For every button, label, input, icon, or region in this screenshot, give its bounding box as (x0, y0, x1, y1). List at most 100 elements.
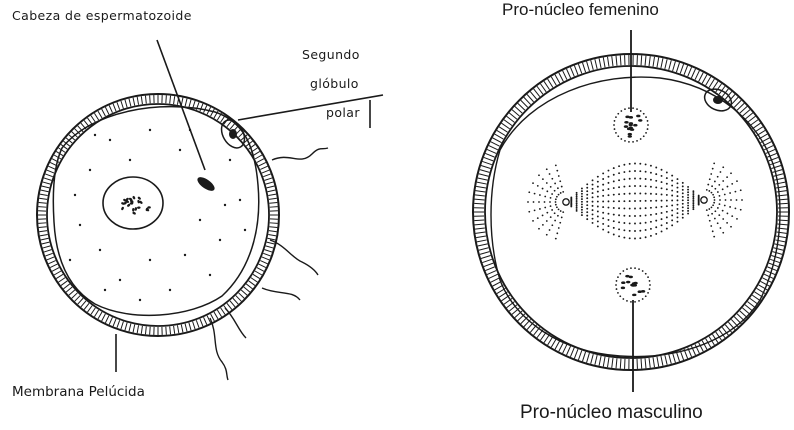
pronucleus-dot (632, 141, 634, 143)
spindle-dot (692, 199, 694, 201)
zona-hatch-stroke (269, 231, 277, 232)
zona-hatch-stroke (257, 159, 264, 163)
spindle-dot (629, 237, 631, 239)
zona-hatch-stroke (262, 257, 269, 260)
spindle-dot (692, 205, 694, 207)
spindle-dot (592, 218, 594, 220)
zona-hatch-stroke (776, 186, 786, 188)
aster-dot (534, 193, 536, 195)
zona-hatch-stroke (745, 113, 753, 119)
zona-hatch-stroke (657, 357, 659, 367)
zona-hatch-stroke (230, 301, 235, 307)
zona-hatch-stroke (653, 57, 654, 67)
granule (69, 259, 71, 261)
aster-dot (556, 206, 558, 208)
zona-hatch-stroke (480, 252, 490, 255)
zona-hatch-stroke (56, 274, 63, 278)
zona-hatch-stroke (117, 102, 120, 110)
pronucleus-dot (638, 300, 640, 302)
pronucleus-dot (613, 124, 615, 126)
aster-dot (542, 224, 544, 226)
sperm-tail-3 (262, 288, 300, 300)
spindle-dot (581, 190, 583, 192)
aster-dot (554, 212, 556, 214)
granule (104, 289, 106, 291)
aster-dot (555, 201, 557, 203)
spindle-dot (677, 195, 679, 197)
polar-body-right-inner (713, 96, 723, 104)
aster-dot (735, 207, 737, 209)
aster-dot (706, 189, 708, 191)
spindle-dot (682, 206, 684, 208)
zona-hatch-stroke (125, 323, 127, 331)
spindle-dot (671, 209, 673, 211)
zona-hatch-stroke (527, 94, 534, 101)
aster-dot (711, 213, 713, 215)
aster-dot (534, 209, 536, 211)
zona-hatch-stroke (771, 256, 781, 259)
aster-dot (550, 205, 552, 207)
leader-lines-right (631, 30, 633, 392)
granule (139, 299, 141, 301)
pronucleus-dot (628, 107, 630, 109)
aster-dot (708, 190, 710, 192)
pronucleus-dot (628, 141, 630, 143)
spindle-dot (618, 200, 620, 202)
spindle-dot (586, 215, 588, 217)
spindle-dot (597, 191, 599, 193)
spindle-dot (581, 198, 583, 200)
zona-hatch-stroke (740, 106, 747, 113)
zona-hatch-stroke (200, 319, 203, 326)
chromatin-dot (132, 196, 136, 200)
spindle-dot (687, 210, 689, 212)
aster-dot (730, 172, 732, 174)
pronucleus-dot (643, 135, 645, 137)
spindle-dot (618, 207, 620, 209)
zona-hatch-stroke (52, 268, 59, 272)
aster-dot (718, 184, 720, 186)
zona-hatch-stroke (39, 198, 47, 199)
zona-hatch-stroke (81, 301, 86, 307)
spindle-dot (629, 200, 631, 202)
spindle-dot (692, 192, 694, 194)
zona-hatch-stroke (133, 98, 135, 106)
zona-hatch-stroke (255, 271, 262, 275)
pronucleus-dot (620, 138, 622, 140)
spindle-dot (655, 226, 657, 228)
aster-dot (557, 215, 559, 217)
spindle-dot (613, 174, 615, 176)
zona-hatch-stroke (521, 100, 528, 107)
zona-hatch-stroke (475, 191, 485, 192)
zona-hatch-stroke (695, 71, 699, 80)
spindle-dot (592, 201, 594, 203)
spindle-dot (608, 207, 610, 209)
aster-dot (549, 173, 551, 175)
zona-hatch-stroke (587, 353, 590, 363)
zona-hatch-stroke (102, 314, 106, 321)
pronucleus-chromatin (625, 275, 629, 278)
spindle-dot (576, 203, 578, 205)
spindle-dot (602, 229, 604, 231)
zona-hatch-stroke (742, 308, 750, 315)
pronucleus-dot (614, 128, 616, 130)
zona-hatch-stroke (484, 157, 493, 160)
aster-dot (528, 211, 530, 213)
zona-hatch-stroke (607, 357, 608, 367)
spindle-dot (608, 231, 610, 233)
pronucleus-dot (634, 267, 636, 269)
spindle-dot (661, 193, 663, 195)
chromatin-dot (137, 206, 141, 209)
zona-hatch-stroke (474, 203, 484, 204)
spindle-dot (592, 184, 594, 186)
zona-hatch-stroke (121, 101, 123, 109)
spindle-dot (608, 219, 610, 221)
aster-dot (560, 192, 562, 194)
spindle-dot (581, 193, 583, 195)
spindle-dot (650, 165, 652, 167)
pronucleus-dot (617, 292, 619, 294)
spindle-dot (645, 222, 647, 224)
spindle-dot (623, 237, 625, 239)
spindle-dot (661, 200, 663, 202)
zona-hatch-stroke (555, 75, 560, 84)
